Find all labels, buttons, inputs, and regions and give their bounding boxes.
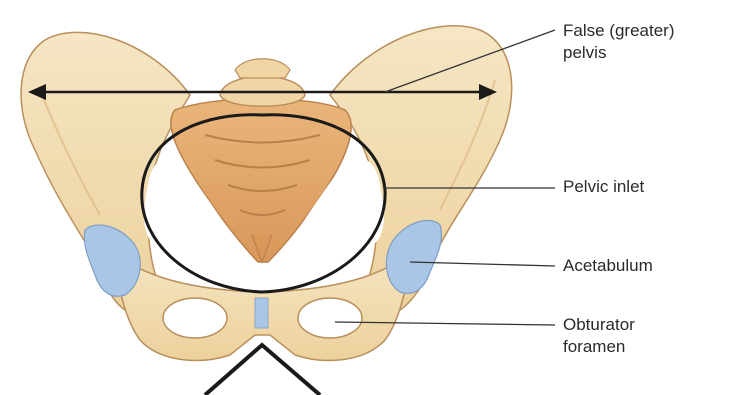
label-obturator-line2: foramen [563,336,635,358]
label-acetabulum: Acetabulum [563,255,653,277]
label-acetabulum-text: Acetabulum [563,255,653,277]
label-false-greater-pelvis: False (greater) pelvis [563,20,674,64]
pubic-symphysis [255,298,268,328]
lumbar-process [235,59,290,78]
label-pelvic-inlet: Pelvic inlet [563,176,644,198]
label-obturator-line1: Obturator [563,314,635,336]
right-obturator-foramen [298,298,362,338]
left-obturator-foramen [163,298,227,338]
label-pelvic-inlet-text: Pelvic inlet [563,176,644,198]
label-obturator-foramen: Obturator foramen [563,314,635,358]
label-false-pelvis-line2: pelvis [563,42,674,64]
label-false-pelvis-line1: False (greater) [563,20,674,42]
